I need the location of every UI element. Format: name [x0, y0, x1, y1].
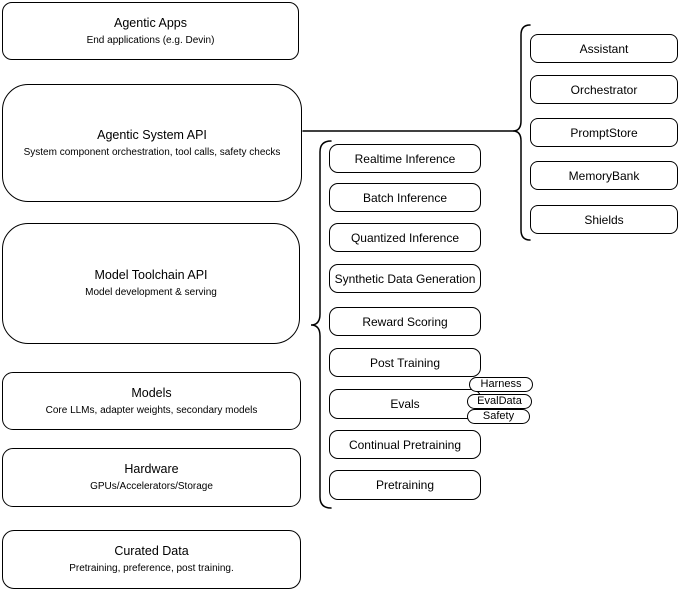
node-continual-pretraining[interactable]: Continual Pretraining [329, 430, 481, 459]
node-batch-inference[interactable]: Batch Inference [329, 183, 481, 212]
node-memorybank[interactable]: MemoryBank [530, 161, 678, 190]
node-evals[interactable]: Evals [329, 389, 481, 419]
badge-evaldata[interactable]: EvalData [467, 394, 532, 409]
node-hardware[interactable]: Hardware GPUs/Accelerators/Storage [2, 448, 301, 507]
node-curated-data[interactable]: Curated Data Pretraining, preference, po… [2, 530, 301, 589]
badge-label: Safety [482, 410, 515, 422]
node-label: PromptStore [570, 125, 638, 140]
node-model-toolchain-api[interactable]: Model Toolchain API Model development & … [2, 223, 300, 344]
node-title: Models [131, 385, 172, 400]
node-subtitle: System component orchestration, tool cal… [23, 146, 281, 158]
node-label: Shields [584, 212, 624, 227]
node-pretraining[interactable]: Pretraining [329, 470, 481, 500]
node-title: Hardware [124, 462, 179, 476]
node-subtitle: Core LLMs, adapter weights, secondary mo… [45, 404, 258, 416]
node-subtitle: Model development & serving [85, 287, 217, 298]
badge-label: Harness [480, 378, 522, 390]
node-subtitle: Pretraining, preference, post training. [69, 563, 234, 574]
node-realtime-inference[interactable]: Realtime Inference [329, 144, 481, 173]
components-curly-brace [512, 24, 531, 241]
badge-safety[interactable]: Safety [467, 409, 530, 424]
node-title: Agentic Apps [114, 15, 187, 30]
node-reward-scoring[interactable]: Reward Scoring [329, 307, 481, 336]
node-label: Post Training [369, 355, 441, 370]
node-label: Realtime Inference [354, 151, 456, 166]
node-label: Pretraining [375, 478, 435, 492]
node-label: Quantized Inference [350, 230, 460, 245]
node-title: Agentic System API [97, 127, 207, 142]
badge-harness[interactable]: Harness [469, 377, 533, 392]
node-post-training[interactable]: Post Training [329, 348, 481, 377]
node-subtitle: GPUs/Accelerators/Storage [90, 481, 213, 492]
node-assistant[interactable]: Assistant [530, 34, 678, 63]
node-label: Orchestrator [570, 82, 638, 97]
node-subtitle: End applications (e.g. Devin) [86, 34, 215, 46]
node-label: MemoryBank [568, 168, 640, 183]
node-models[interactable]: Models Core LLMs, adapter weights, secon… [2, 372, 301, 430]
toolchain-curly-brace [310, 140, 332, 509]
node-synthetic-data-generation[interactable]: Synthetic Data Generation [329, 264, 481, 293]
node-label: Evals [390, 397, 420, 411]
node-label: Batch Inference [362, 190, 448, 205]
node-label: Continual Pretraining [348, 437, 462, 452]
node-title: Model Toolchain API [94, 268, 208, 282]
node-agentic-apps[interactable]: Agentic Apps End applications (e.g. Devi… [2, 2, 299, 60]
node-promptstore[interactable]: PromptStore [530, 118, 678, 147]
badge-label: EvalData [477, 395, 522, 407]
node-shields[interactable]: Shields [530, 205, 678, 234]
node-quantized-inference[interactable]: Quantized Inference [329, 223, 481, 252]
node-orchestrator[interactable]: Orchestrator [530, 75, 678, 104]
node-agentic-system-api[interactable]: Agentic System API System component orch… [2, 84, 302, 202]
node-title: Curated Data [114, 544, 189, 558]
node-label: Synthetic Data Generation [334, 271, 476, 286]
node-label: Reward Scoring [362, 314, 448, 329]
node-label: Assistant [579, 41, 629, 56]
